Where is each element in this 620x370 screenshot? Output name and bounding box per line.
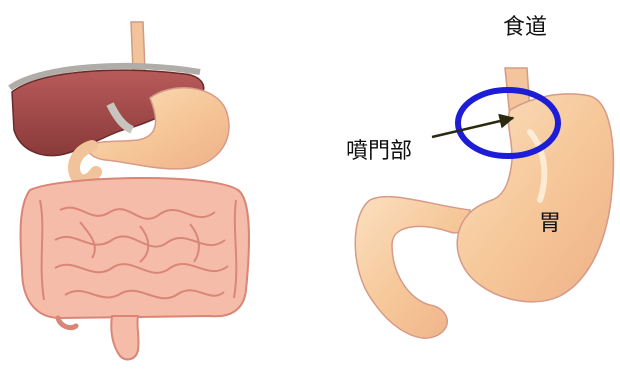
left-digestive-system (10, 22, 249, 359)
cardia-label: 噴門部 (346, 133, 412, 165)
appendix-shape (58, 318, 76, 328)
right-stomach-detail (355, 68, 613, 338)
duodenum-shape (74, 146, 96, 180)
rectum-shape (111, 316, 138, 359)
large-intestine-shape (20, 178, 248, 318)
cardia-pointer-arrow (432, 118, 513, 137)
stomach-label: 胃 (539, 205, 561, 237)
esophagus-label: 食道 (503, 9, 547, 41)
duodenum-loop-shape (355, 197, 470, 338)
